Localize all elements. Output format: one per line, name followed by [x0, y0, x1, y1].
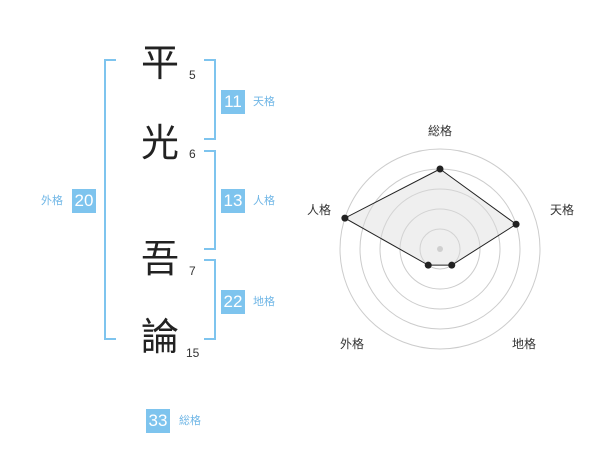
- radar-point-1: [436, 165, 444, 173]
- radar-grid-ring-5: [339, 148, 541, 350]
- gaikaku-value: 20: [72, 189, 96, 213]
- stroke-count-3: 7: [189, 264, 196, 278]
- name-char-4: 論: [141, 315, 180, 359]
- name-char-1: 平: [141, 41, 180, 85]
- chikaku-label: 地格: [253, 295, 275, 308]
- radar-series-polygon: [343, 168, 517, 266]
- gaikaku-label: 外格: [41, 194, 63, 207]
- jinkaku-bracket: [204, 150, 216, 250]
- chikaku-bracket: [204, 259, 216, 340]
- tenkaku-bracket: [204, 59, 216, 140]
- radar-axis-label-soukaku: 総格: [428, 124, 453, 138]
- jinkaku-value: 13: [221, 189, 245, 213]
- radar-axis-label-gaikaku: 外格: [340, 337, 365, 351]
- soukaku-label: 総格: [179, 414, 201, 427]
- jinkaku-label: 人格: [253, 194, 275, 207]
- radar-center-dot: [437, 246, 443, 252]
- radar-grid-ring-1: [419, 228, 461, 270]
- tenkaku-label: 天格: [253, 95, 275, 108]
- soukaku-value: 33: [146, 409, 170, 433]
- radar-grid-ring-3: [379, 188, 501, 310]
- stroke-count-1: 5: [189, 68, 196, 82]
- name-char-2: 光: [141, 121, 180, 165]
- stroke-count-4: 15: [186, 346, 200, 360]
- radar-point-4: [424, 261, 432, 269]
- radar-axis-label-chikaku: 地格: [512, 337, 537, 351]
- name-char-3: 吾: [141, 237, 180, 281]
- radar-axis-label-tenkaku: 天格: [550, 203, 575, 217]
- chikaku-value: 22: [221, 290, 245, 314]
- radar-point-2: [512, 220, 520, 228]
- radar-axis-label-jinkaku: 人格: [307, 203, 332, 217]
- radar-point-3: [448, 261, 456, 269]
- tenkaku-value: 11: [221, 90, 245, 114]
- gaikaku-bracket: [104, 59, 116, 340]
- radar-point-5: [341, 214, 349, 222]
- stroke-count-2: 6: [189, 147, 196, 161]
